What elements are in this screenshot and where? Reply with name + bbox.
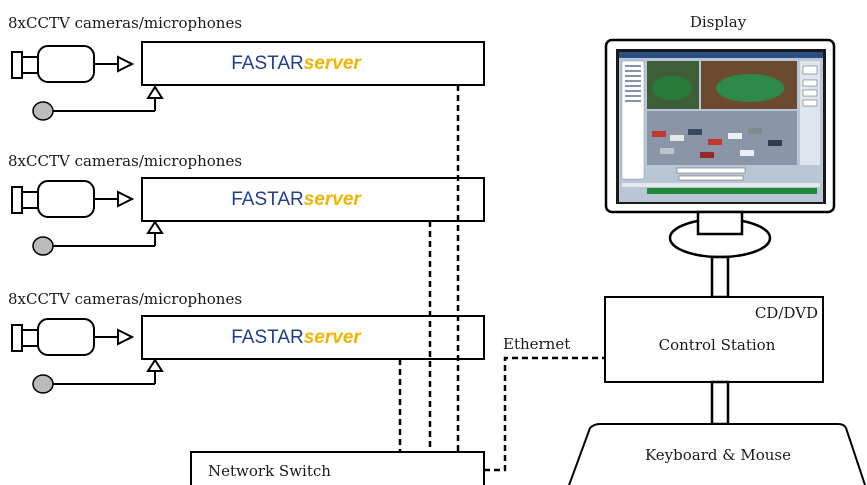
control-station-label: Control Station [659,336,776,354]
fastar-server-logo-1: FASTARserver [231,53,362,74]
display-stand [668,210,772,299]
control-station-box [604,296,824,383]
video-feed-3 [647,111,797,165]
fastar-server-box-1 [141,41,485,86]
display-label: Display [690,13,747,31]
ethernet-label: Ethernet [503,335,570,353]
keyboard-mouse-label: Keyboard & Mouse [645,446,791,464]
cd-dvd-label: CD/DVD [755,304,818,322]
network-switch-label: Network Switch [208,462,331,480]
server-row-2: 8xCCTV cameras/microphones FASTARserver [8,152,485,256]
screen-titlebar [619,52,823,58]
camera-label-2: 8xCCTV cameras/microphones [8,152,242,170]
camera-icon-3 [11,318,135,356]
server-row-3: 8xCCTV cameras/microphones FASTARserver [8,290,485,394]
microphone-icon-2 [32,220,164,256]
screen-control-panel [800,61,820,165]
screen-camera-list [621,60,645,180]
screen-playback-bar [676,167,746,174]
keyboard-mouse-shape [568,423,867,485]
camera-label-1: 8xCCTV cameras/microphones [8,14,242,32]
server-row-1: 8xCCTV cameras/microphones FASTARserver [8,14,485,121]
control-station-connector [710,380,730,426]
fastar-server-logo-3: FASTARserver [231,327,362,348]
camera-label-3: 8xCCTV cameras/microphones [8,290,242,308]
network-switch-box [190,451,485,485]
ethernet-cable [484,356,605,472]
camera-icon-2 [11,180,135,218]
screen-timeline [647,188,817,194]
display-monitor [604,38,836,214]
network-cables [398,85,605,472]
fastar-server-box-3 [141,315,485,360]
microphone-icon-1 [32,85,164,121]
camera-icon-1 [11,45,135,83]
fastar-server-logo-2: FASTARserver [231,189,362,210]
fastar-server-box-2 [141,177,485,222]
microphone-icon-3 [32,358,164,394]
